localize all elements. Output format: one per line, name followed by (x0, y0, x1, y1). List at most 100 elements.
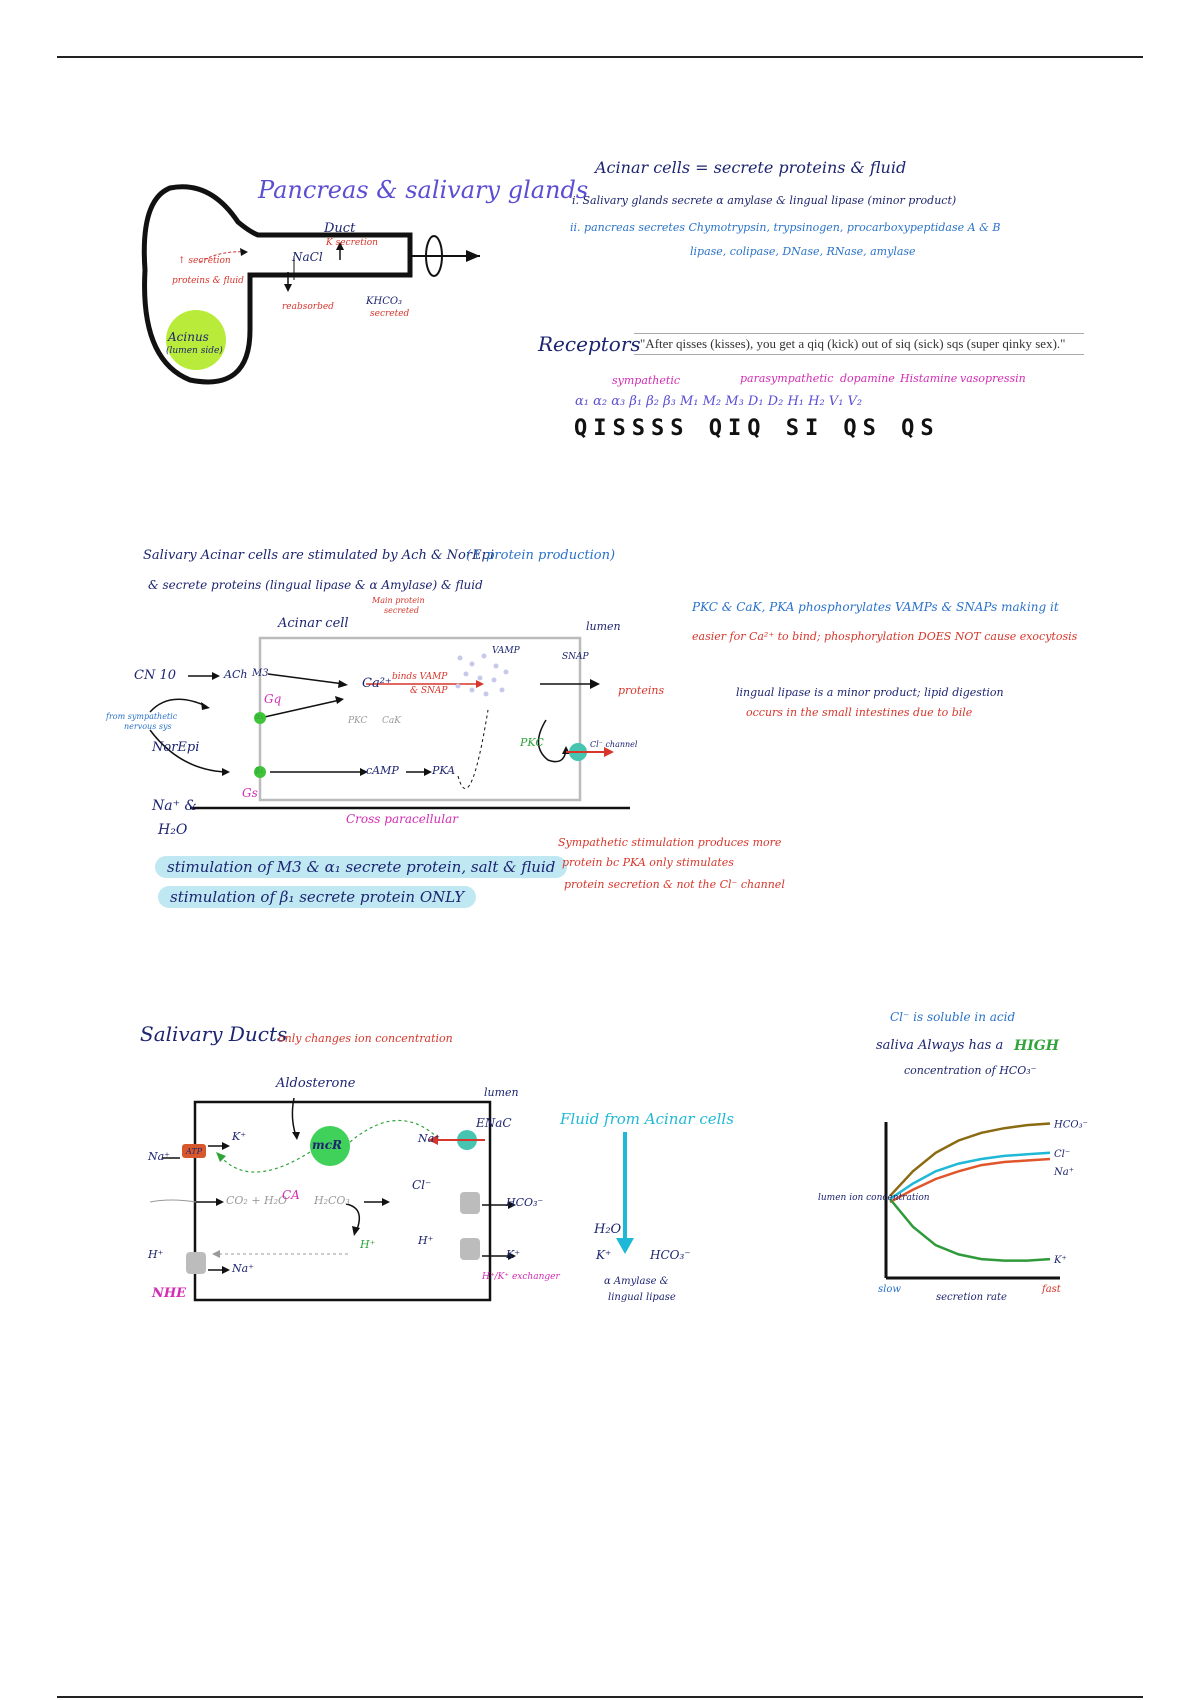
acinus-label: Acinus (168, 330, 209, 344)
group-sympathetic: sympathetic (612, 374, 681, 387)
gs-label: Gs (242, 786, 258, 800)
acinar-cell-box (258, 636, 582, 802)
hk-exchanger (460, 1238, 480, 1260)
snap-label: SNAP (562, 652, 589, 662)
right2-b: occurs in the small intestines due to bi… (746, 706, 973, 719)
hk-label: H⁺/K⁺ exchanger (482, 1272, 560, 1282)
cl-channel-label: Cl⁻ channel (590, 740, 638, 749)
acinus-blob (166, 310, 226, 370)
receptors-quote: "After qisses (kisses), you get a qiq (k… (634, 333, 1084, 355)
top-rule (57, 56, 1143, 58)
reabsorbed-label: reabsorbed (282, 302, 334, 312)
receptors-title: Receptors (538, 332, 641, 356)
graph-note-3: concentration of HCO₃⁻ (904, 1064, 1037, 1077)
from-symp-2: nervous sys (124, 722, 172, 731)
ach-label: ACh (224, 668, 248, 681)
from-symp-1: from sympathetic (106, 712, 178, 721)
x-axis-label: secretion rate (936, 1292, 1007, 1303)
vamp-label: VAMP (492, 646, 520, 656)
a1-label: α₁ (255, 712, 264, 721)
ca-label: Ca²⁺ (362, 676, 392, 691)
hco3-label: HCO₃⁻ (506, 1196, 544, 1209)
duct-cell-box (193, 1100, 492, 1302)
bottom-rule (57, 1696, 1143, 1698)
acinus-sub: (lumen side) (166, 346, 223, 356)
gland-outline (141, 184, 413, 385)
nhe-label: NHE (152, 1286, 187, 1301)
receptor-codes: QISSSS QIQ SI QS QS (574, 416, 940, 441)
main-protein-2: secreted (384, 606, 419, 615)
main-protein-1: Main protein (372, 596, 425, 605)
acinar-line-ii-b: lipase, colipase, DNase, RNase, amylase (690, 245, 916, 258)
h-green: H⁺ (360, 1238, 376, 1251)
right1-b: easier for Ca²⁺ to bind; phosphorylation… (692, 630, 1078, 643)
norepi-label: NorEpi (152, 740, 200, 755)
b1-label: β₁ (255, 766, 264, 775)
atp-pump (182, 1144, 206, 1158)
duct-lumen-label: lumen (484, 1086, 519, 1099)
atp-label: ATP (186, 1147, 203, 1156)
cn10-label: CN 10 (134, 668, 176, 683)
k-left: K⁺ (232, 1130, 247, 1143)
camp-label: cAMP (366, 764, 399, 777)
k-right: K⁺ (506, 1248, 521, 1261)
series-label-3: K⁺ (1053, 1255, 1067, 1266)
group-vasopressin: vasopressin (960, 372, 1026, 385)
red-note-3: protein secretion & not the Cl⁻ channel (564, 878, 785, 891)
pancreas-title: Pancreas & salivary glands (258, 176, 589, 204)
acinar-cell-label: Acinar cell (278, 616, 349, 631)
proteins-label: proteins (618, 684, 665, 697)
nacl-label: NaCl (292, 250, 323, 264)
acinar-line-i: i. Salivary glands secrete α amylase & l… (572, 194, 957, 207)
graph-note-2: saliva Always has a (876, 1038, 1004, 1053)
ducts-title: Salivary Ducts (140, 1022, 288, 1046)
sec2-line2: & secrete proteins (lingual lipase & α A… (148, 578, 483, 592)
fluid-label: Fluid from Acinar cells (560, 1110, 734, 1128)
group-parasympathetic: parasympathetic (740, 372, 834, 385)
graph-note-1: Cl⁻ is soluble in acid (890, 1010, 1016, 1024)
na-right: Na⁺ (418, 1132, 440, 1145)
na-left: Na⁺ (148, 1150, 170, 1163)
series-line-2 (889, 1157, 1051, 1204)
ion-concentration-chart: HCO₃⁻Cl⁻Na⁺K⁺ lumen ion concentration se… (818, 1120, 1088, 1303)
left-annot-1: ↑ secretion (178, 256, 231, 266)
product-k: K⁺ (596, 1248, 612, 1262)
cak-gray: CaK (382, 716, 401, 726)
na-bottom: Na⁺ (232, 1262, 254, 1275)
duct-diagram (141, 184, 480, 385)
duct-label: Duct (324, 221, 356, 236)
a1-receptor (254, 712, 266, 724)
series-label-2: Na⁺ (1053, 1167, 1074, 1178)
h2o-label: H₂O (158, 822, 188, 838)
right2-a: lingual lipase is a minor product; lipid… (736, 686, 1004, 699)
series-line-0 (889, 1122, 1051, 1197)
h-right: H⁺ (418, 1234, 434, 1247)
mcr-label: mcR (312, 1138, 342, 1152)
khco3-sub: secreted (370, 309, 410, 319)
aldosterone-label: Aldosterone (276, 1076, 356, 1091)
product-lipase: lingual lipase (608, 1292, 676, 1303)
ca-enzyme-label: CA (282, 1188, 300, 1202)
cross-label: Cross paracellular (346, 812, 458, 826)
sec2-line1: Salivary Acinar cells are stimulated by … (143, 548, 495, 563)
gq-label: Gq (264, 692, 282, 706)
product-amylase: α Amylase & (604, 1276, 669, 1287)
nhe-exchanger (186, 1252, 206, 1274)
red-note-2: protein bc PKA only stimulates (562, 856, 734, 869)
red-note-1: Sympathetic stimulation produces more (558, 836, 782, 849)
cl-hco3-exchanger (460, 1192, 480, 1214)
mcr-circle (310, 1126, 350, 1166)
x-end-slow: slow (878, 1284, 901, 1295)
binds-1: binds VAMP (392, 672, 448, 682)
duct-cell-diagram (149, 1097, 516, 1302)
duct-sub: K secretion (326, 238, 378, 248)
product-hco3: HCO₃⁻ (650, 1248, 691, 1262)
group-dopamine: dopamine (840, 372, 895, 385)
lumen-label: lumen (586, 620, 621, 633)
product-h2o: H₂O (594, 1222, 622, 1237)
pill-b1: stimulation of β₁ secrete protein ONLY (158, 886, 477, 908)
na-label: Na⁺ & (152, 798, 197, 814)
enac-label: ENaC (476, 1116, 512, 1130)
acinar-line-ii-a: ii. pancreas secretes Chymotrypsin, tryp… (570, 221, 1001, 234)
pkc-gray: PKC (348, 716, 368, 726)
